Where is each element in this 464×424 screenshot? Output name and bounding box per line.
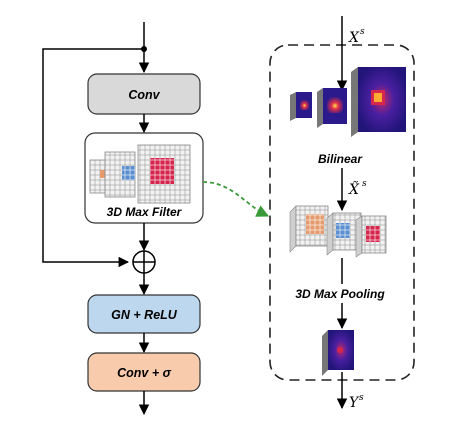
pooling-label: 3D Max Pooling	[295, 287, 385, 301]
conv-sigma-label: Conv + σ	[117, 366, 171, 380]
heatmap-medium	[317, 88, 347, 128]
skip-connection	[42, 48, 144, 268]
conv-label: Conv	[128, 88, 160, 102]
output-label: Y	[349, 395, 360, 411]
input-label: X	[348, 30, 360, 46]
heatmap-small	[290, 92, 312, 121]
main-branch: Conv 3D Max Filter GN + ReLU Conv + σ	[42, 22, 204, 416]
heatmap-stack	[290, 67, 406, 137]
max-filter-label: 3D Max Filter	[107, 205, 183, 219]
max-filter-grids	[89, 144, 191, 204]
heatmap-large	[351, 67, 406, 137]
output-sup: s	[359, 393, 364, 403]
bilinear-label: Bilinear	[318, 152, 363, 166]
output-heatmap	[322, 330, 354, 376]
input-sup: s	[360, 27, 365, 37]
pooling-grids	[289, 205, 387, 258]
gn-relu-label: GN + ReLU	[111, 308, 178, 322]
upsampled-sup: s	[362, 179, 367, 189]
detail-connector	[202, 181, 270, 217]
upsampled-label: X̃	[348, 180, 360, 198]
detail-panel: X s Bilinear X̃ s	[269, 16, 415, 411]
